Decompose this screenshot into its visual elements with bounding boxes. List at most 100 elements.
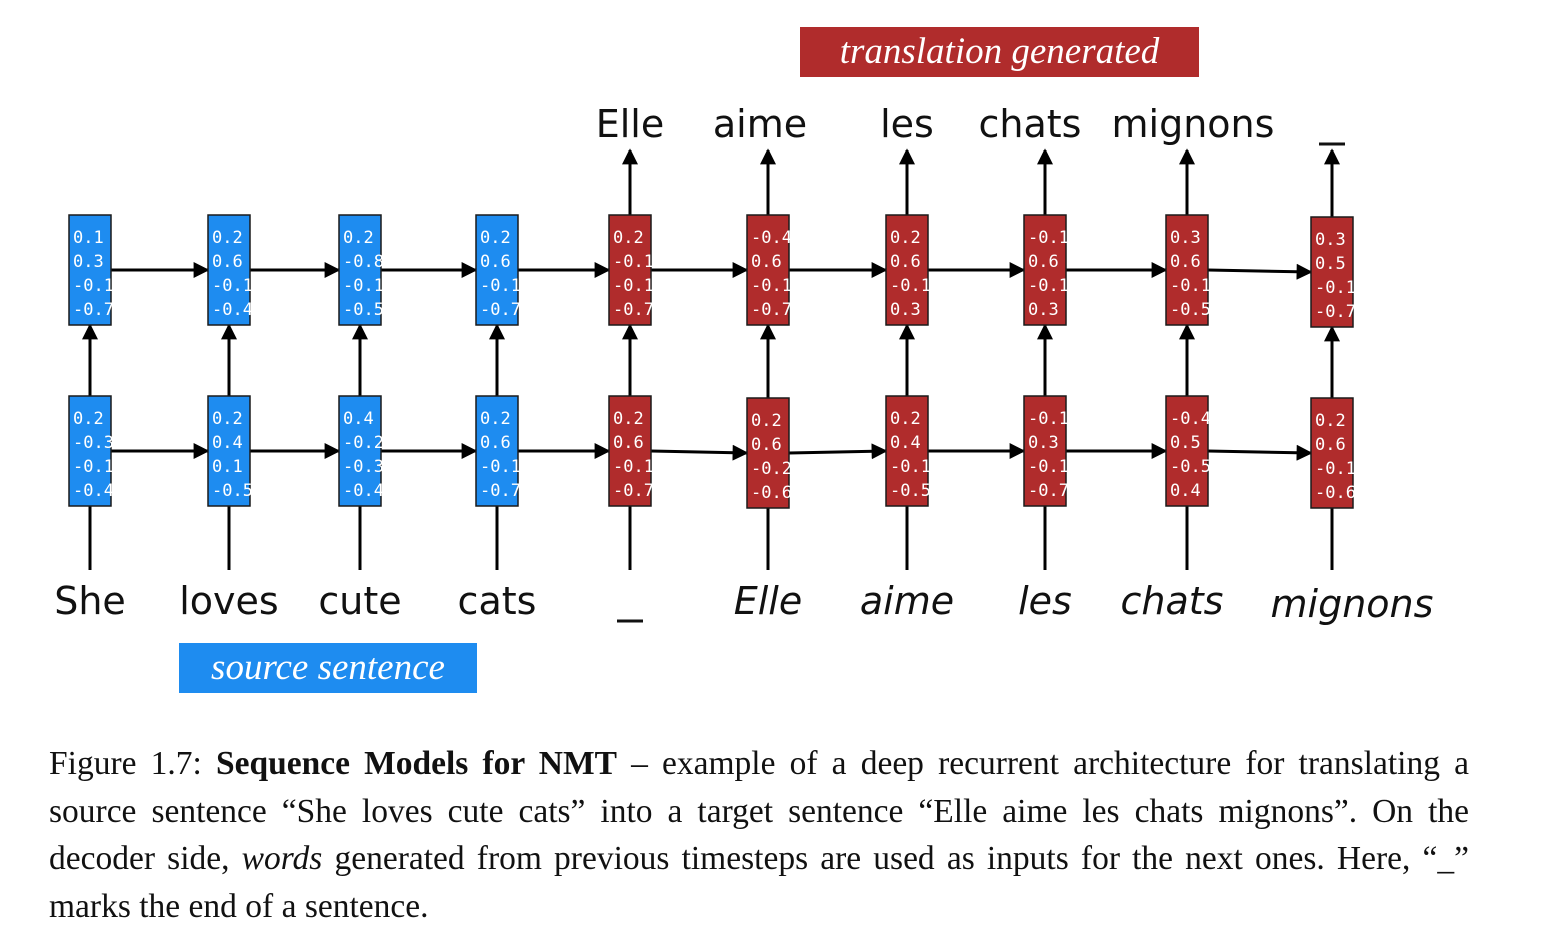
top-cell-3: 0.2-0.8-0.1-0.5 [338, 214, 384, 326]
end-token-input-text: _ [620, 579, 641, 623]
top-cell-5: 0.2-0.1-0.1-0.7 [608, 214, 654, 326]
bottom-cell-value: 0.2 [73, 409, 104, 429]
output-word: aime [713, 102, 807, 146]
recurrent-arrow-bottom [1207, 444, 1313, 461]
top-cell-value: -0.5 [343, 300, 384, 320]
top-cell-value: 0.2 [480, 228, 511, 248]
translation-generated-label: translation generated [800, 27, 1199, 77]
top-cell-2: 0.20.6-0.1-0.4 [207, 214, 253, 326]
decoder-input-word: Elle [734, 579, 803, 623]
top-cell-value: 0.3 [1028, 300, 1059, 320]
decoder-input-word: les [1018, 579, 1072, 623]
top-cell-value: -0.1 [1315, 278, 1356, 298]
top-cell-box [338, 214, 382, 326]
bottom-cell-value: 0.2 [212, 409, 243, 429]
caption-title: Sequence Models for NMT [215, 745, 617, 782]
caption-prefix: Figure 1.7: [49, 745, 216, 782]
bottom-cell-value: -0.1 [890, 457, 931, 477]
top-cell-value: -0.4 [751, 228, 792, 248]
top-cell-box [475, 214, 519, 326]
top-cell-value: -0.7 [751, 300, 792, 320]
top-cell-value: -0.7 [613, 300, 654, 320]
recurrent-arrow-bottom [650, 444, 749, 461]
bottom-cell-value: 0.4 [890, 433, 921, 453]
top-cell-value: -0.1 [343, 276, 384, 296]
top-cell-value: -0.1 [751, 276, 792, 296]
top-cell-10: 0.30.5-0.1-0.7 [1310, 216, 1356, 328]
bottom-cell-value: -0.1 [73, 457, 114, 477]
top-cell-value: 0.3 [73, 252, 104, 272]
output-word: chats [979, 102, 1082, 146]
output-word: Elle [596, 102, 665, 146]
arrows-layer [82, 148, 1340, 570]
top-cell-value: -0.1 [890, 276, 931, 296]
top-cell-value: 0.5 [1315, 254, 1346, 274]
bottom-cell-value: 0.1 [212, 457, 243, 477]
top-cell-value: 0.6 [1170, 252, 1201, 272]
bottom-cell-6: 0.20.6-0.2-0.6 [746, 397, 792, 509]
top-cell-box [608, 214, 652, 326]
bottom-cell-box [1165, 395, 1209, 507]
recurrent-arrow-top [1207, 263, 1313, 280]
bottom-cell-value: -0.2 [343, 433, 384, 453]
decoder-input-word: chats [1121, 579, 1224, 623]
bottom-cell-2: 0.20.40.1-0.5 [207, 395, 253, 507]
top-cell-box [207, 214, 251, 326]
source-word: loves [179, 579, 278, 623]
top-cell-value: 0.6 [480, 252, 511, 272]
bottom-cell-box [608, 395, 652, 507]
bottom-cell-value: 0.2 [751, 411, 782, 431]
top-cell-value: -0.1 [1170, 276, 1211, 296]
top-cell-box [1023, 214, 1067, 326]
top-cell-box [68, 214, 112, 326]
decoder-input-word: aime [860, 579, 954, 623]
bottom-cell-box [1310, 397, 1354, 509]
top-cell-value: 0.6 [1028, 252, 1059, 272]
bottom-cell-3: 0.4-0.2-0.3-0.4 [338, 395, 384, 507]
bottom-cell-value: -0.2 [751, 459, 792, 479]
bottom-cell-box [68, 395, 112, 507]
top-cell-value: 0.2 [212, 228, 243, 248]
bottom-cell-value: 0.6 [751, 435, 782, 455]
top-cell-value: 0.6 [751, 252, 782, 272]
bottom-cell-value: -0.4 [73, 481, 114, 501]
top-cell-value: 0.2 [890, 228, 921, 248]
bottom-cell-value: 0.2 [480, 409, 511, 429]
bottom-cell-value: 0.2 [613, 409, 644, 429]
bottom-cell-value: -0.6 [1315, 483, 1356, 503]
bottom-cell-value: -0.1 [1028, 409, 1069, 429]
source-word: cats [458, 579, 537, 623]
top-cell-value: -0.7 [480, 300, 521, 320]
bottom-cell-value: -0.3 [343, 457, 384, 477]
output-word: les [880, 102, 934, 146]
bottom-cell-value: -0.3 [73, 433, 114, 453]
bottom-cell-value: 0.2 [1315, 411, 1346, 431]
bottom-cell-value: 0.4 [212, 433, 243, 453]
bottom-cell-value: -0.5 [890, 481, 931, 501]
caption-text-1: – example of a deep recurrent architectu… [49, 745, 1469, 877]
top-cell-value: 0.2 [613, 228, 644, 248]
bottom-cell-value: -0.1 [1315, 459, 1356, 479]
diagram-canvas: 0.10.3-0.1-0.70.2-0.3-0.1-0.40.20.6-0.1-… [54, 102, 1433, 626]
bottom-cell-4: 0.20.6-0.1-0.7 [475, 395, 521, 507]
cells-layer: 0.10.3-0.1-0.70.2-0.3-0.1-0.40.20.6-0.1-… [68, 214, 1356, 509]
bottom-cell-value: 0.6 [480, 433, 511, 453]
bottom-cell-value: -0.1 [1028, 457, 1069, 477]
top-cell-box [746, 214, 790, 326]
bottom-cell-box [338, 395, 382, 507]
bottom-cell-value: -0.5 [1170, 457, 1211, 477]
top-cell-box [1310, 216, 1354, 328]
top-cell-value: 0.6 [212, 252, 243, 272]
top-cell-value: 0.6 [890, 252, 921, 272]
bottom-cell-box [207, 395, 251, 507]
source-word: She [54, 579, 126, 623]
bottom-cell-7: 0.20.4-0.1-0.5 [885, 395, 931, 507]
output-word: mignons [1112, 102, 1275, 146]
top-cell-value: -0.8 [343, 252, 384, 272]
figure-caption: Figure 1.7: Sequence Models for NMT – ex… [49, 740, 1469, 930]
bottom-cell-10: 0.20.6-0.1-0.6 [1310, 397, 1356, 509]
top-cell-1: 0.10.3-0.1-0.7 [68, 214, 114, 326]
top-cell-value: -0.5 [1170, 300, 1211, 320]
